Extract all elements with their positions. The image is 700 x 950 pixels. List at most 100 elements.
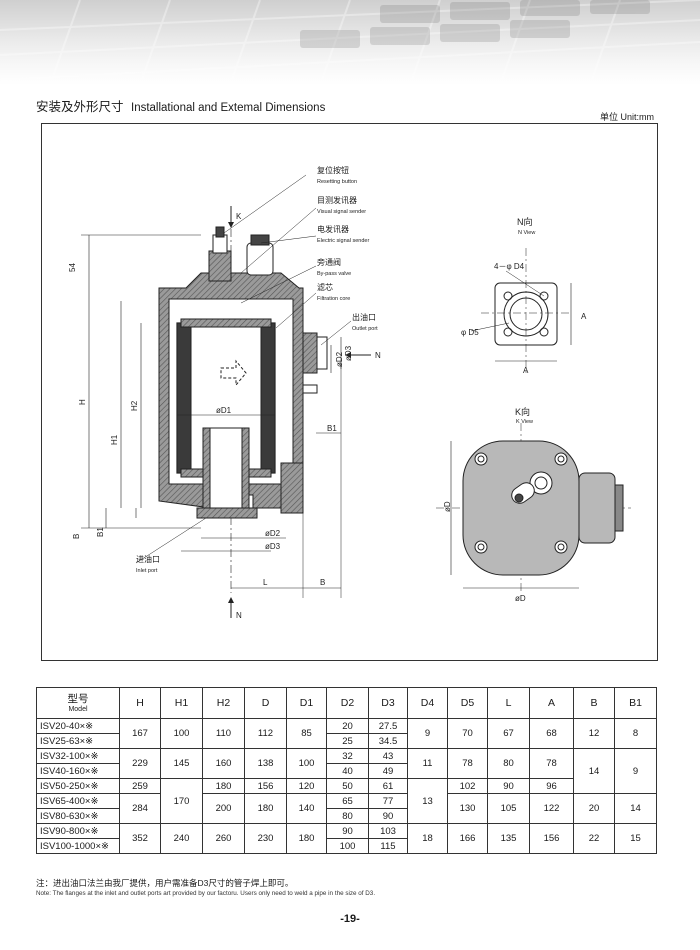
k-view-title-en: K View (516, 419, 533, 425)
col-d1: D1 (286, 687, 327, 719)
cell: 78 (529, 748, 574, 779)
cell: 259 (119, 778, 161, 794)
dim-n-bottom: N (236, 611, 242, 620)
callout-bypass-cn: 旁通阀 (317, 257, 341, 267)
k-view-title-cn: K向 (515, 406, 530, 417)
cell: 65 (326, 793, 369, 809)
cell: 80 (326, 808, 369, 824)
cell: 15 (614, 823, 657, 854)
cell: 100 (326, 838, 369, 854)
callout-reset-en: Resetting button (317, 179, 357, 185)
cell: 20 (326, 718, 369, 734)
cell: 12 (573, 718, 615, 749)
cell-model: ISV100-1000×※ (36, 838, 120, 854)
callout-core-cn: 滤芯 (317, 282, 333, 292)
dim-a-bottom: A (523, 366, 529, 375)
table-row: ISV90-800×※ 352 240 260 230 180 90 103 1… (36, 823, 657, 854)
note-cn: 注：进出油口法兰由我厂提供，用户需准备D3尺寸的管子焊上即可。 (36, 878, 294, 888)
technical-drawing: 复位按钮 Resetting button 目测发讯器 Visual signa… (68, 165, 631, 620)
callout-inlet-cn: 进油口 (136, 554, 160, 564)
dim-d3-bottom: øD3 (265, 542, 281, 551)
cell: 43 (368, 748, 408, 764)
dim-d-side: øD (443, 501, 452, 512)
dim-d2-bottom: øD2 (265, 529, 281, 538)
dim-b1-side: B1 (327, 424, 337, 433)
callout-electric-cn: 电发讯器 (317, 224, 349, 234)
dim-d-bottom: øD (515, 594, 526, 603)
col-d5: D5 (447, 687, 488, 719)
table-row: ISV20-40×※ 167 100 110 112 85 20 27.5 9 … (36, 718, 657, 749)
col-b1: B1 (614, 687, 657, 719)
table-header-row: 型号 Model H H1 H2 D D1 D2 D3 D4 D5 L A B … (36, 687, 657, 719)
cell: 70 (447, 718, 488, 749)
page-number: -19- (340, 913, 360, 925)
cell: 180 (244, 793, 287, 824)
cell: 9 (614, 748, 657, 794)
cell: 140 (286, 793, 327, 824)
cell: 229 (119, 748, 161, 779)
cell: 25 (326, 733, 369, 749)
cell: 61 (368, 778, 408, 794)
cell: 156 (244, 778, 287, 794)
table-row: ISV32-100×※ 229 145 160 138 100 32 43 11… (36, 748, 657, 794)
table-row: ISV80-630×※ 80 90 (36, 808, 657, 824)
cell: 160 (202, 748, 245, 779)
col-model: 型号 Model (36, 687, 120, 719)
k-view-labels: K向 K View øD øD (443, 406, 533, 603)
dim-b-left: B (72, 534, 81, 539)
cell: 240 (160, 823, 203, 854)
cell: 78 (447, 748, 488, 779)
cell: 77 (368, 793, 408, 809)
cell: 67 (487, 718, 530, 749)
callout-core-en: Filtration core (317, 296, 350, 302)
cell: 145 (160, 748, 203, 779)
table-row: ISV65-400×※ 284 200 180 140 65 77 130 10… (36, 793, 657, 824)
dimensions-table: 型号 Model H H1 H2 D D1 D2 D3 D4 D5 L A B … (36, 687, 657, 854)
cell: 103 (368, 823, 408, 839)
cell: 120 (286, 778, 327, 794)
cell: 68 (529, 718, 574, 749)
cell-model: ISV25-63×※ (36, 733, 120, 749)
cell: 80 (487, 748, 530, 779)
col-d3: D3 (368, 687, 408, 719)
col-l: L (487, 687, 530, 719)
cell: 40 (326, 763, 369, 779)
col-h2: H2 (202, 687, 245, 719)
cell: 230 (244, 823, 287, 854)
cell: 200 (202, 793, 245, 824)
cell-model: ISV40-160×※ (36, 763, 120, 779)
dim-h1: H1 (110, 434, 119, 445)
col-a: A (529, 687, 574, 719)
callout-outlet-cn: 出油口 (352, 312, 376, 322)
section-labels: 复位按钮 Resetting button 目测发讯器 Visual signa… (68, 165, 381, 620)
callout-bypass-en: By-pass valve (317, 271, 351, 277)
callout-visual-cn: 目测发讯器 (317, 195, 357, 205)
n-view-title-cn: N向 (517, 216, 533, 227)
cell: 9 (407, 718, 448, 749)
k-view (436, 423, 631, 593)
col-h: H (119, 687, 161, 719)
cell: 90 (487, 778, 530, 794)
cell: 27.5 (368, 718, 408, 734)
cell-model: ISV90-800×※ (36, 823, 120, 839)
col-b: B (573, 687, 615, 719)
cell: 284 (119, 793, 161, 824)
callout-electric-en: Electric signal sender (317, 238, 369, 244)
dim-b-bottom: B (320, 578, 325, 587)
cell: 138 (244, 748, 287, 779)
table-row: ISV50-250×※ 259 170 180 156 120 50 61 13… (36, 778, 657, 824)
section-view (81, 174, 371, 618)
dim-d2-side: øD2 (335, 351, 344, 367)
keyboard-banner-image (0, 0, 700, 85)
dim-d3-side: øD3 (344, 345, 353, 361)
dim-a-side: A (581, 312, 587, 321)
cell-model: ISV65-400×※ (36, 793, 120, 809)
cell: 167 (119, 718, 161, 749)
note-en: Note: The flanges at the inlet and outle… (36, 890, 376, 897)
dim-d5: φ D5 (461, 328, 479, 337)
dim-k: K (236, 212, 242, 221)
title-cn: 安装及外形尺寸 (36, 100, 124, 114)
cell: 112 (244, 718, 287, 749)
cell: 22 (573, 823, 615, 854)
dim-d1: øD1 (216, 406, 232, 415)
